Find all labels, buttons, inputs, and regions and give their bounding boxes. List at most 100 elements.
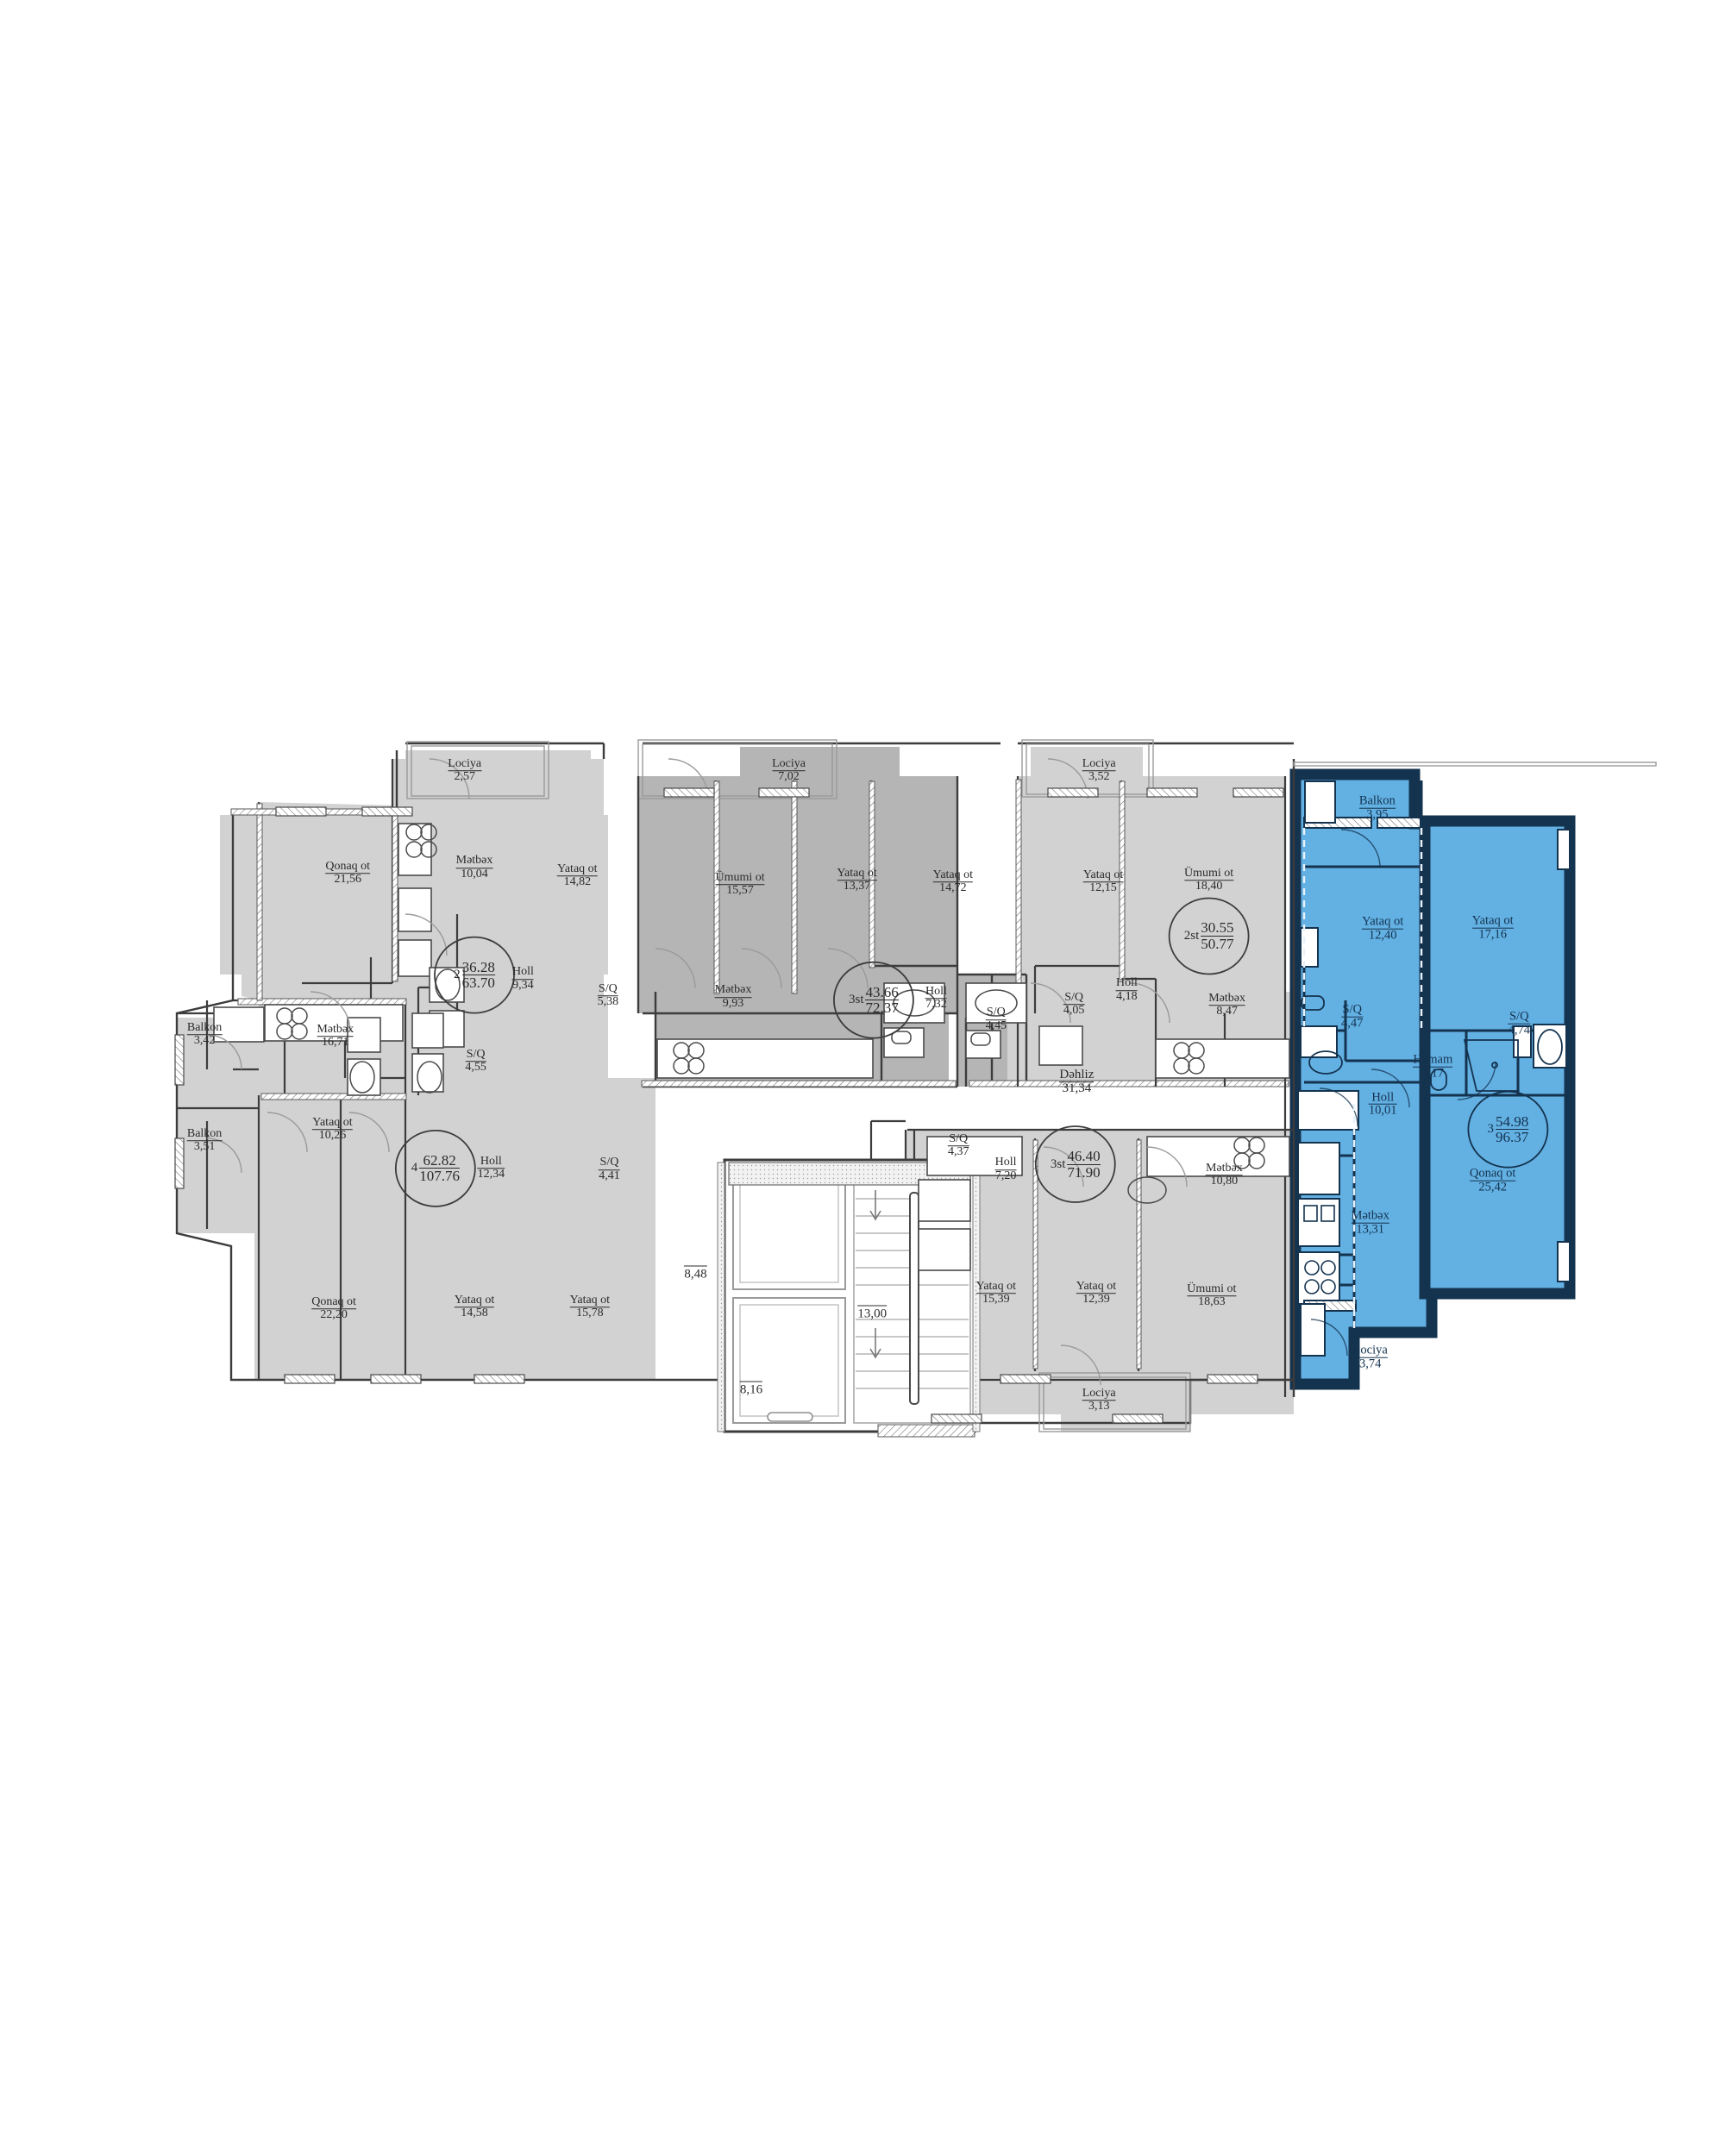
- room-area: 10,80: [1205, 1175, 1243, 1188]
- room-name: S/Q: [1509, 1009, 1529, 1024]
- room-area: 14,72: [932, 881, 974, 894]
- room-area: 14,82: [557, 875, 598, 889]
- apartment-badge-ring: [394, 1129, 476, 1207]
- room-name: Yataq ot: [932, 868, 974, 881]
- room-name: Hamam: [1413, 1052, 1453, 1067]
- room-name: S/Q: [466, 1047, 486, 1061]
- apartment-badge-ring: [833, 961, 914, 1039]
- room-area: 3,51: [186, 1140, 223, 1153]
- room-area: 3,52: [1082, 770, 1116, 783]
- room-name: Holl: [480, 1155, 502, 1169]
- room-name: Mətbəx: [317, 1022, 354, 1036]
- room-name: Holl: [1115, 976, 1138, 990]
- room-name: S/Q: [949, 1132, 969, 1146]
- apartment-area-total: 107.76: [419, 1168, 460, 1185]
- apartment-area-total: 72.37: [865, 1000, 899, 1017]
- room-area: 12,39: [1076, 1293, 1117, 1307]
- room-area: 1,17: [1413, 1066, 1453, 1081]
- room-area: 14,58: [454, 1307, 495, 1320]
- corridor-area: 31,34: [1059, 1081, 1095, 1095]
- room-name: Yataq ot: [557, 862, 598, 876]
- room-area: 4,74: [1508, 1023, 1530, 1037]
- apartment-room-count: 2: [454, 968, 461, 982]
- room-area: 17,16: [1471, 927, 1514, 941]
- room-area: 18,63: [1187, 1295, 1237, 1309]
- apartment-badge-ring: [1467, 1090, 1549, 1169]
- room-name: Yataq ot: [975, 1280, 1017, 1294]
- apartment-room-count: 4: [411, 1161, 418, 1175]
- room-name: S/Q: [598, 982, 618, 996]
- room-area: 18,40: [1184, 880, 1234, 893]
- room-area: 13,31: [1351, 1222, 1389, 1236]
- room-area: 9,93: [714, 996, 752, 1010]
- apartment-room-count: 2st: [1183, 928, 1200, 943]
- room-area: 3,74: [1352, 1357, 1388, 1371]
- corridor-name: Dəhliz: [1059, 1068, 1095, 1082]
- room-name: Yataq ot: [1471, 913, 1514, 928]
- facade-lines: [406, 739, 1657, 1432]
- apartment-room-count: 3: [1487, 1122, 1495, 1137]
- room-name: Balkon: [186, 1021, 223, 1035]
- apartment-room-count: 3st: [1050, 1156, 1066, 1171]
- room-name: Lociya: [1082, 1387, 1116, 1401]
- room-area: 4,47: [1341, 1016, 1364, 1031]
- apartment-badge-ring: [1034, 1125, 1116, 1203]
- room-name: Qonaq ot: [311, 1294, 356, 1308]
- room-area: 9,34: [511, 978, 534, 992]
- room-area: 12,34: [477, 1168, 505, 1181]
- apartment-area-net: 62.82: [423, 1151, 456, 1169]
- apartment-room-count: 3st: [849, 993, 864, 1007]
- room-name: Mətbəx: [1208, 992, 1245, 1006]
- room-name: Balkon: [1358, 793, 1396, 808]
- room-name: Yataq ot: [312, 1115, 353, 1129]
- room-area: 16,71: [317, 1036, 354, 1049]
- room-name: Ümumi ot: [1184, 867, 1234, 881]
- room-area: 10,04: [455, 867, 493, 881]
- room-area: 15,39: [975, 1293, 1017, 1307]
- room-name: Holl: [1371, 1090, 1395, 1105]
- apartment-area-total: 96.37: [1496, 1129, 1529, 1146]
- room-name: Ümumi ot: [715, 871, 765, 885]
- room-name: Holl: [994, 1156, 1017, 1169]
- room-name: Yataq ot: [569, 1294, 611, 1307]
- highlighted-unit-interior: [1297, 780, 1571, 1357]
- room-name: S/Q: [986, 1006, 1006, 1019]
- room-name: Holl: [511, 965, 534, 979]
- room-name: Mətbəx: [1351, 1208, 1389, 1223]
- apartment-area-net: 30.55: [1201, 919, 1234, 937]
- room-name: S/Q: [1342, 1002, 1363, 1017]
- room-area: 3,95: [1358, 807, 1396, 822]
- apartment-area-total: 71.90: [1067, 1163, 1101, 1181]
- room-name: Lociya: [772, 756, 806, 770]
